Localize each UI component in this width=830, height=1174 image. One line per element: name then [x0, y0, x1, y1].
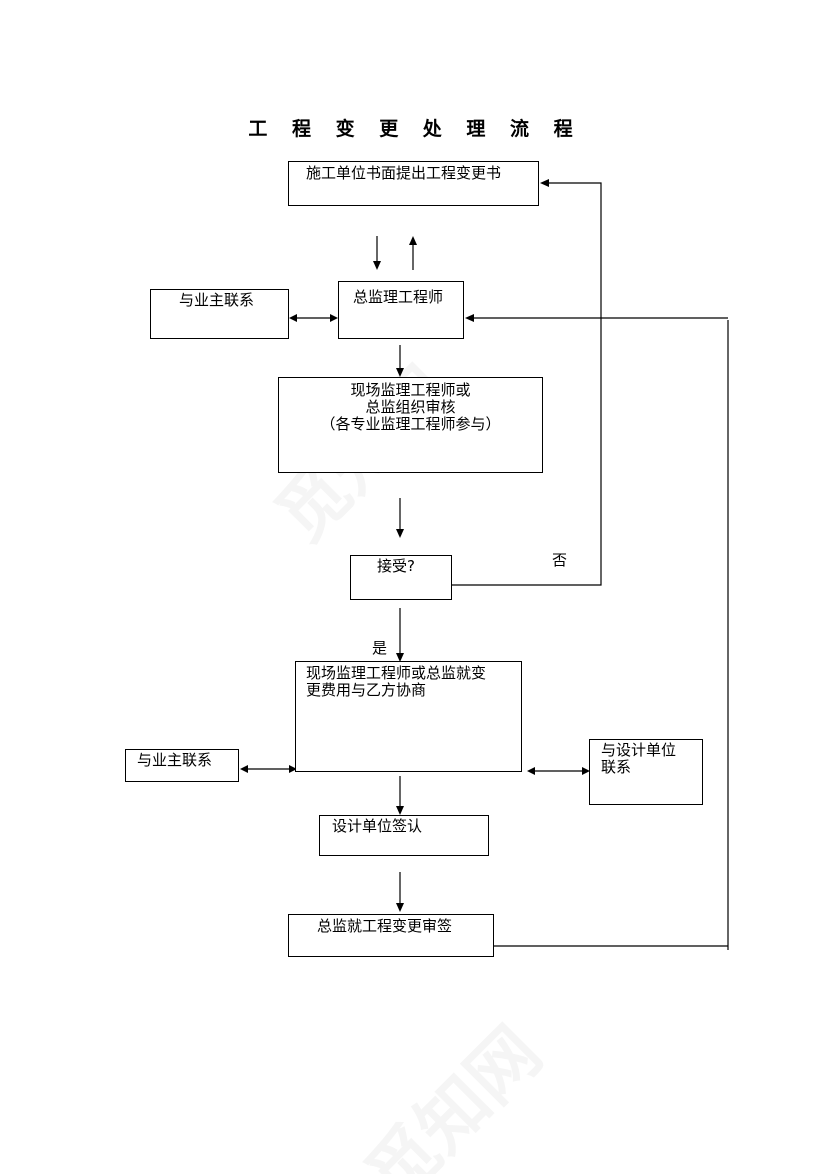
arrowhead — [409, 236, 417, 245]
arrowhead — [289, 765, 297, 773]
node-design-contact-line-2: 联系 — [601, 758, 632, 776]
arrow-outer-loop — [473, 317, 729, 950]
arrowhead — [240, 765, 248, 773]
node-owner-contact-1: 与业主联系 — [150, 289, 289, 339]
arrowhead — [527, 767, 535, 775]
node-submit: 施工单位书面提出工程变更书 — [288, 161, 539, 206]
edge-label-no: 否 — [552, 551, 568, 569]
node-review: 现场监理工程师或 总监组织审核 （各专业监理工程师参与） — [278, 377, 543, 473]
node-owner-contact-2: 与业主联系 — [125, 749, 239, 782]
arrowhead — [373, 261, 381, 270]
node-submit-label: 施工单位书面提出工程变更书 — [306, 164, 502, 182]
node-design-contact: 与设计单位 联系 — [589, 739, 703, 805]
node-negotiate-line-2: 更费用与乙方协商 — [306, 681, 427, 699]
node-review-line-1: 现场监理工程师或 — [350, 381, 471, 399]
node-review-line-3: （各专业监理工程师参与） — [320, 415, 501, 433]
arrowhead — [396, 903, 404, 912]
node-design-contact-line-1: 与设计单位 — [601, 741, 677, 759]
node-design-sign-label: 设计单位签认 — [332, 817, 423, 835]
edge-label-yes: 是 — [372, 639, 388, 657]
arrowhead — [396, 368, 404, 377]
node-owner-contact-2-label: 与业主联系 — [137, 751, 213, 769]
node-chief-engineer: 总监理工程师 — [338, 281, 464, 339]
node-chief-engineer-label: 总监理工程师 — [353, 288, 444, 306]
arrowhead — [582, 767, 590, 775]
node-review-line-2: 总监组织审核 — [365, 398, 456, 416]
node-accept-label: 接受? — [377, 557, 415, 575]
node-accept: 接受? — [350, 555, 452, 600]
node-negotiate: 现场监理工程师或总监就变 更费用与乙方协商 — [295, 661, 522, 772]
page-title: 工 程 变 更 处 理 流 程 — [248, 118, 582, 140]
arrowhead — [465, 314, 474, 322]
node-chief-sign: 总监就工程变更审签 — [288, 914, 494, 957]
node-chief-sign-label: 总监就工程变更审签 — [317, 917, 453, 935]
arrowhead — [396, 653, 404, 662]
arrowhead — [396, 529, 404, 538]
node-owner-contact-1-label: 与业主联系 — [179, 291, 255, 309]
node-negotiate-line-1: 现场监理工程师或总监就变 — [306, 664, 487, 682]
arrowhead — [540, 179, 549, 187]
node-design-sign: 设计单位签认 — [319, 815, 489, 856]
arrowhead — [396, 806, 404, 815]
arrowhead — [289, 314, 297, 322]
arrow-no-loop — [451, 182, 602, 586]
arrowhead — [330, 314, 338, 322]
